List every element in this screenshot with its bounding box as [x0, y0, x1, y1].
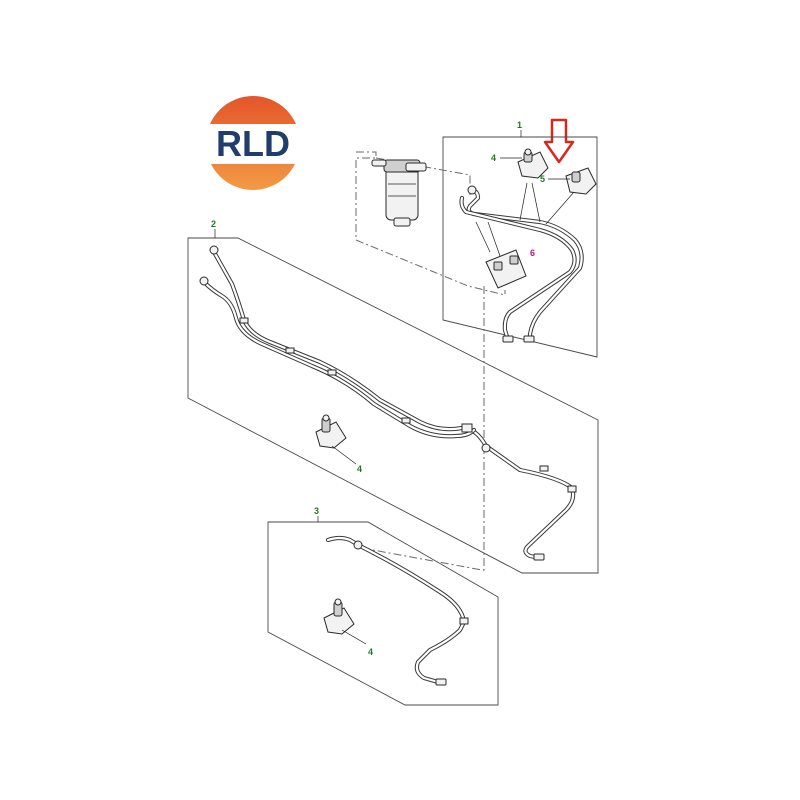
clip-4-bottom: 4 — [323, 598, 373, 657]
callout-5: 5 — [540, 174, 545, 184]
rld-logo: RLD — [200, 96, 306, 190]
clip-4-middle: 4 — [315, 414, 362, 474]
callout-6: 6 — [530, 248, 535, 258]
logo-text: RLD — [216, 123, 290, 164]
logo-band — [200, 124, 306, 164]
callout-1: 1 — [517, 120, 522, 130]
callout-3: 3 — [314, 506, 319, 516]
clip-5: 5 — [540, 167, 597, 195]
fuel-filter — [371, 159, 427, 227]
pipe-assembly-2 — [199, 245, 577, 561]
arrow-down-icon — [543, 118, 575, 164]
assembly-1-frame: 1 — [442, 120, 598, 358]
callout-4-middle: 4 — [357, 464, 362, 474]
assembly-3-frame: 3 — [267, 506, 499, 706]
callout-4-bottom: 4 — [368, 647, 373, 657]
callout-2: 2 — [211, 219, 216, 229]
clip-4-top: 4 — [491, 148, 549, 179]
pipe-assembly-3 — [325, 535, 469, 686]
bracket-6: 6 — [485, 248, 535, 289]
callout-4-top: 4 — [491, 153, 496, 163]
assembly-2-frame: 2 — [187, 219, 599, 574]
pipe-assembly-1 — [459, 182, 584, 343]
